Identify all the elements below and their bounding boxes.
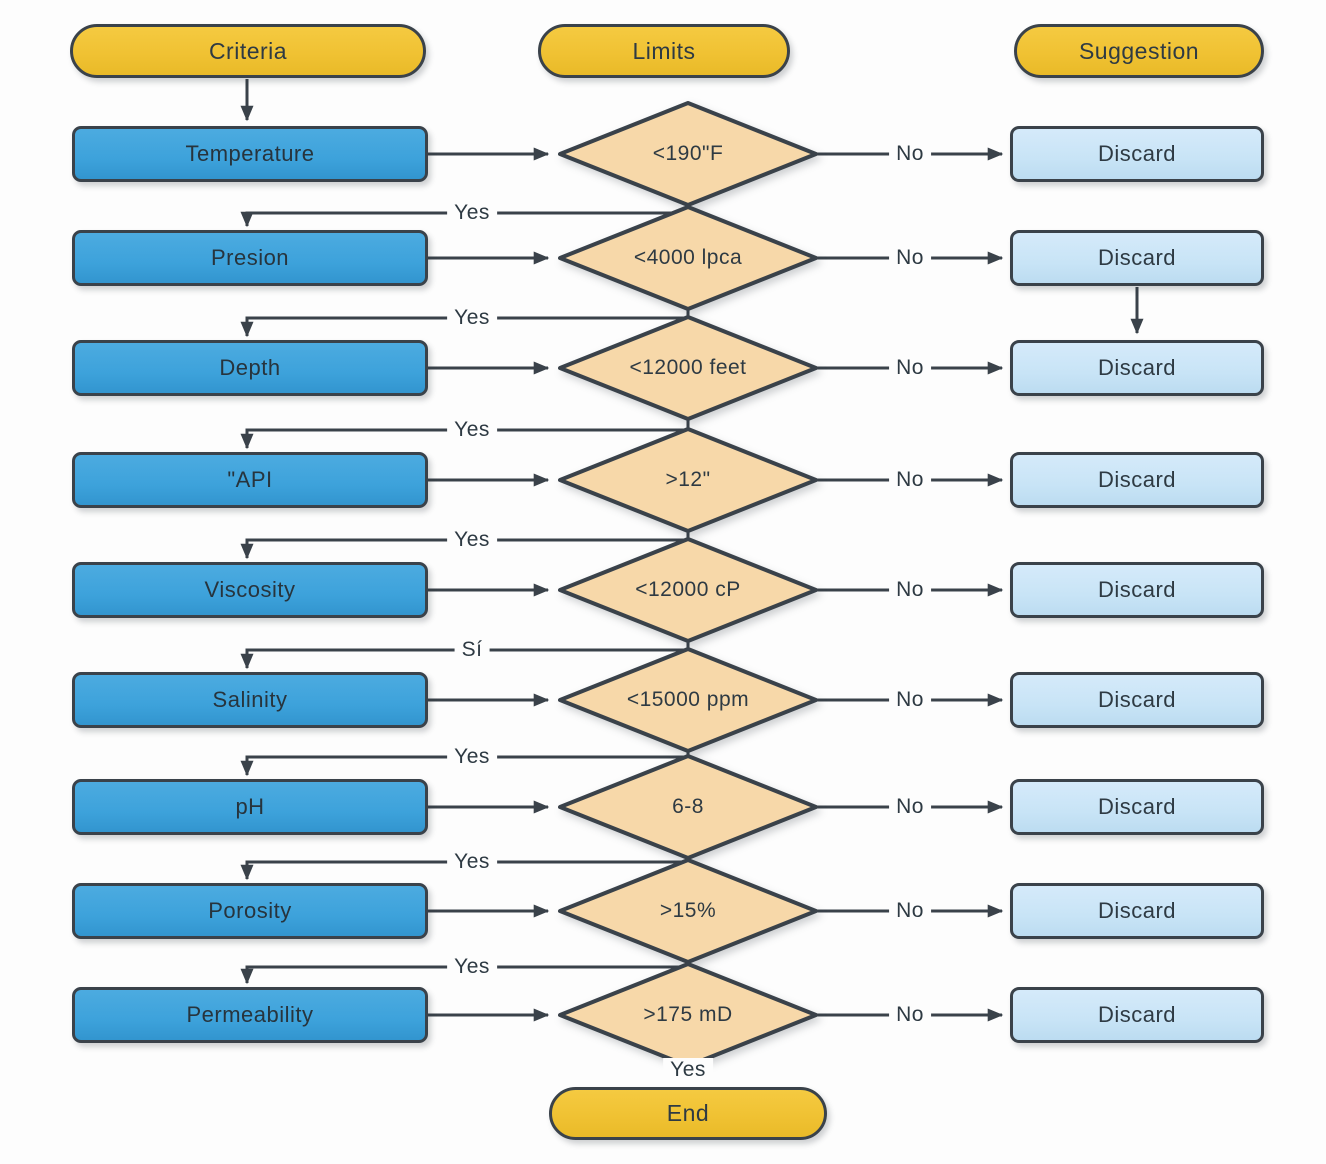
limit-diamond-api: >12" bbox=[556, 426, 820, 534]
criterion-label: Temperature bbox=[185, 141, 315, 166]
criterion-box-porosity: Porosity bbox=[72, 883, 428, 939]
limit-diamond-porosity: >15% bbox=[556, 857, 820, 965]
suggestion-box-discard-7: Discard bbox=[1010, 779, 1264, 835]
criterion-box-ph: pH bbox=[72, 779, 428, 835]
limit-label: >175 mD bbox=[643, 1003, 733, 1026]
suggestion-box-discard-2: Discard bbox=[1010, 230, 1264, 286]
end-node: End bbox=[549, 1087, 827, 1140]
yes-label-2: Yes bbox=[447, 306, 497, 330]
limit-label: <12000 cP bbox=[635, 578, 741, 601]
criterion-box-api: "API bbox=[72, 452, 428, 508]
criterion-box-temperature: Temperature bbox=[72, 126, 428, 182]
suggestion-box-discard-5: Discard bbox=[1010, 562, 1264, 618]
criterion-label: Permeability bbox=[186, 1002, 314, 1027]
suggestion-label: Discard bbox=[1097, 467, 1177, 492]
criterion-label: Presion bbox=[210, 245, 290, 270]
limit-diamond-depth: <12000 feet bbox=[556, 314, 820, 422]
yes-label-1: Yes bbox=[447, 201, 497, 225]
criterion-label: pH bbox=[235, 794, 265, 819]
criterion-label: Porosity bbox=[208, 898, 292, 923]
criterion-label: "API bbox=[227, 467, 273, 492]
suggestion-label: Discard bbox=[1097, 141, 1177, 166]
yes-label-4: Yes bbox=[447, 528, 497, 552]
limit-label: >15% bbox=[659, 899, 717, 922]
no-label-3: No bbox=[889, 356, 931, 380]
limit-label: <12000 feet bbox=[629, 356, 747, 379]
header-limits: Limits bbox=[538, 24, 790, 78]
yes-label-5: Sí bbox=[454, 638, 490, 662]
suggestion-label: Discard bbox=[1097, 355, 1177, 380]
header-suggestion: Suggestion bbox=[1014, 24, 1264, 78]
yes-label-6: Yes bbox=[447, 745, 497, 769]
suggestion-box-discard-4: Discard bbox=[1010, 452, 1264, 508]
limit-diamond-presion: <4000 lpca bbox=[556, 204, 820, 312]
limit-label: <4000 lpca bbox=[633, 246, 743, 269]
limit-diamond-permeability: >175 mD bbox=[556, 961, 820, 1069]
suggestion-label: Discard bbox=[1097, 687, 1177, 712]
criterion-box-viscosity: Viscosity bbox=[72, 562, 428, 618]
suggestion-box-discard-6: Discard bbox=[1010, 672, 1264, 728]
header-limits-label: Limits bbox=[632, 37, 696, 64]
suggestion-box-discard-9: Discard bbox=[1010, 987, 1264, 1043]
limit-diamond-viscosity: <12000 cP bbox=[556, 536, 820, 644]
limit-diamond-salinity: <15000 ppm bbox=[556, 646, 820, 754]
limit-label: >12" bbox=[665, 468, 711, 491]
header-criteria: Criteria bbox=[70, 24, 426, 78]
yes-label-3: Yes bbox=[447, 418, 497, 442]
no-label-8: No bbox=[889, 899, 931, 923]
criterion-box-presion: Presion bbox=[72, 230, 428, 286]
header-criteria-label: Criteria bbox=[208, 37, 288, 64]
suggestion-box-discard-1: Discard bbox=[1010, 126, 1264, 182]
limit-label: <15000 ppm bbox=[626, 688, 750, 711]
no-label-1: No bbox=[889, 142, 931, 166]
no-label-9: No bbox=[889, 1003, 931, 1027]
end-label: End bbox=[666, 1100, 710, 1126]
diamond-shape bbox=[558, 537, 818, 643]
header-suggestion-label: Suggestion bbox=[1078, 37, 1200, 64]
no-label-7: No bbox=[889, 795, 931, 819]
criterion-label: Viscosity bbox=[204, 577, 296, 602]
suggestion-box-discard-8: Discard bbox=[1010, 883, 1264, 939]
yes-label-7: Yes bbox=[447, 850, 497, 874]
limit-diamond-ph: 6-8 bbox=[556, 753, 820, 861]
yes-label-8: Yes bbox=[447, 955, 497, 979]
diamond-shape bbox=[558, 647, 818, 753]
limit-label: <190"F bbox=[652, 142, 724, 165]
suggestion-label: Discard bbox=[1097, 898, 1177, 923]
limit-label: 6-8 bbox=[672, 795, 704, 818]
diamond-shape bbox=[558, 315, 818, 421]
suggestion-label: Discard bbox=[1097, 794, 1177, 819]
yes-label-end: Yes bbox=[663, 1058, 713, 1082]
criterion-label: Salinity bbox=[212, 687, 288, 712]
criterion-box-permeability: Permeability bbox=[72, 987, 428, 1043]
no-label-2: No bbox=[889, 246, 931, 270]
limit-diamond-temperature: <190"F bbox=[556, 100, 820, 208]
suggestion-box-discard-3: Discard bbox=[1010, 340, 1264, 396]
no-label-4: No bbox=[889, 468, 931, 492]
criterion-label: Depth bbox=[219, 355, 281, 380]
criterion-box-depth: Depth bbox=[72, 340, 428, 396]
diamond-shape bbox=[558, 427, 818, 533]
suggestion-label: Discard bbox=[1097, 1002, 1177, 1027]
criterion-box-salinity: Salinity bbox=[72, 672, 428, 728]
diamond-shape bbox=[558, 205, 818, 311]
suggestion-label: Discard bbox=[1097, 577, 1177, 602]
no-label-6: No bbox=[889, 688, 931, 712]
no-label-5: No bbox=[889, 578, 931, 602]
suggestion-label: Discard bbox=[1097, 245, 1177, 270]
